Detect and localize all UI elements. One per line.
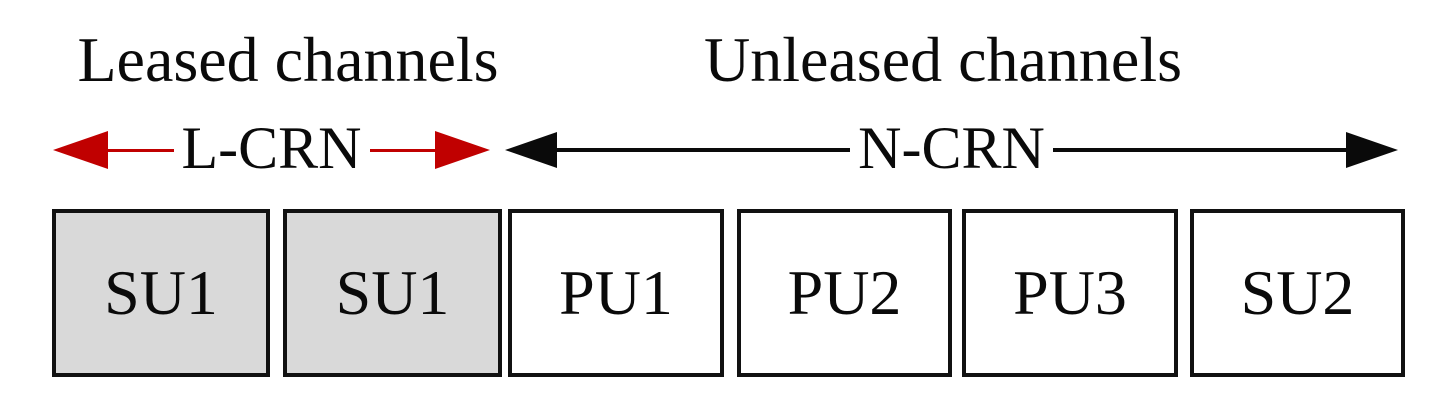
ncrn-arrow-line-left <box>557 148 851 152</box>
ncrn-arrowhead-left-icon <box>505 132 557 168</box>
lcrn-arrowhead-left-icon <box>53 131 108 169</box>
channel-box-pu1: PU1 <box>508 209 724 377</box>
lcrn-arrow-line-left <box>108 148 174 152</box>
lcrn-network-label: L-CRN <box>181 115 362 181</box>
ncrn-arrowhead-right-icon <box>1346 132 1398 168</box>
ncrn-range-arrow: N-CRN <box>505 118 1398 178</box>
channel-box-su1-b: SU1 <box>283 209 502 377</box>
lcrn-range-arrow: L-CRN <box>53 118 490 178</box>
unleased-channels-title: Unleased channels <box>703 24 1183 95</box>
ncrn-network-label: N-CRN <box>858 115 1045 181</box>
leased-channels-title: Leased channels <box>77 24 499 95</box>
channel-box-su1-a: SU1 <box>52 209 270 377</box>
lcrn-arrow-line-right <box>369 148 435 152</box>
lcrn-arrowhead-right-icon <box>435 131 490 169</box>
ncrn-arrow-line-right <box>1052 148 1346 152</box>
channel-box-pu2: PU2 <box>737 209 952 377</box>
channel-box-pu3: PU3 <box>962 209 1178 377</box>
channel-box-su2: SU2 <box>1190 209 1405 377</box>
